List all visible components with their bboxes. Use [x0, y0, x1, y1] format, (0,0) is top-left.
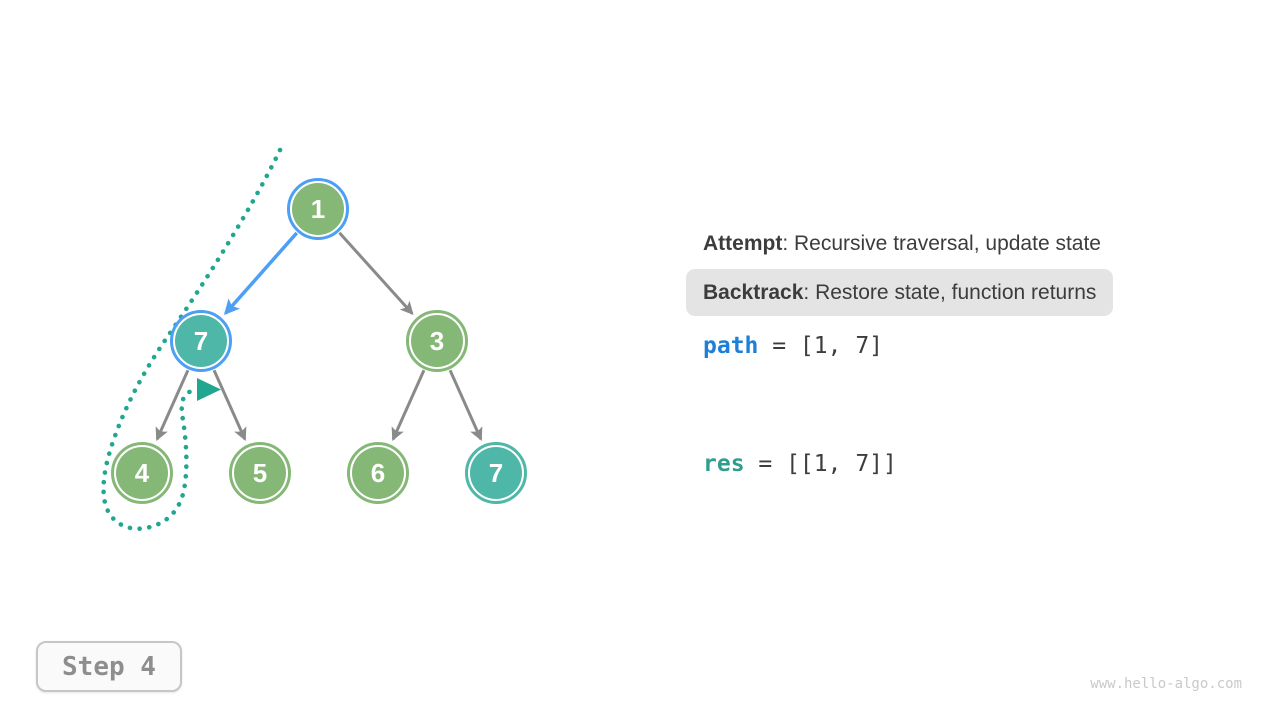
tree-node-circle — [411, 315, 463, 367]
tree-node-circle — [175, 315, 227, 367]
watermark: www.hello-algo.com — [1090, 676, 1242, 692]
tree-node-label: 7 — [489, 458, 503, 488]
tree-node-label: 3 — [430, 326, 444, 356]
tree-node-ring — [229, 442, 291, 504]
backtrack-label: Backtrack — [703, 281, 804, 304]
tree-node-ring — [465, 442, 527, 504]
tree-node-ring — [170, 310, 232, 372]
tree-node-ring — [287, 178, 349, 240]
path-variable-name: path — [703, 333, 759, 359]
tree-edge — [448, 369, 483, 442]
tree-node-label: 6 — [371, 458, 385, 488]
step-indicator-label: Step 4 — [62, 651, 156, 682]
backtrack-arrowhead-icon — [197, 378, 221, 401]
backtrack-text: : Restore state, function returns — [803, 281, 1097, 304]
binary-tree-diagram: 1 7 3 4 5 6 7 — [101, 147, 527, 532]
tree-node-circle — [116, 447, 168, 499]
path-state-line: path = [1, 7] — [703, 333, 883, 359]
res-variable-name: res — [703, 451, 745, 477]
tree-node-circle — [234, 447, 286, 499]
tree-node-label: 7 — [194, 326, 208, 356]
tree-edge — [212, 369, 247, 442]
backtrack-annotation-highlighted: Backtrack: Restore state, function retur… — [686, 269, 1114, 316]
tree-node-ring — [406, 310, 468, 372]
path-variable-value: = [1, 7] — [758, 333, 884, 359]
attempt-annotation: Attempt: Recursive traversal, update sta… — [703, 231, 1101, 257]
tree-node-circle — [470, 447, 522, 499]
res-state-line: res = [[1, 7]] — [703, 451, 897, 477]
tree-node-label: 4 — [135, 458, 150, 488]
attempt-label: Attempt — [703, 232, 783, 255]
tree-node-circle — [292, 183, 344, 235]
tree-edge — [391, 369, 426, 442]
backtrack-dotted-path — [101, 147, 283, 532]
tree-node-circle — [352, 447, 404, 499]
tree-node-ring — [111, 442, 173, 504]
tree-node-label: 5 — [253, 458, 267, 488]
tree-edge — [338, 231, 414, 315]
tree-edge — [155, 369, 190, 442]
step-indicator: Step 4 — [36, 641, 182, 692]
tree-node-label: 1 — [311, 194, 325, 224]
tree-node-ring — [347, 442, 409, 504]
tree-edge — [224, 231, 299, 316]
attempt-text: : Recursive traversal, update state — [782, 232, 1101, 255]
res-variable-value: = [[1, 7]] — [744, 451, 897, 477]
